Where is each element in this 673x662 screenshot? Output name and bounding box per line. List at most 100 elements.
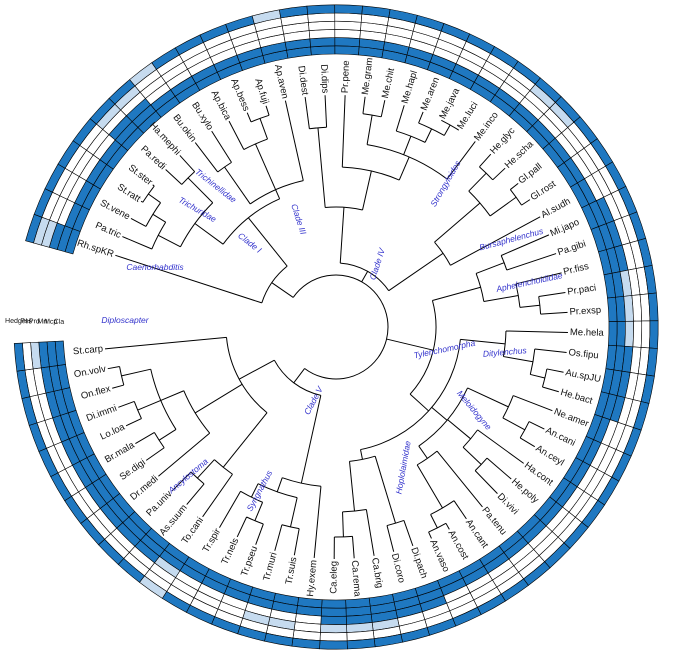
leaf-branch: [542, 387, 558, 392]
leaf-branch: [219, 491, 240, 527]
clade-label: Diploscapter: [101, 315, 149, 325]
taxon-label: Bu.okin: [170, 112, 198, 144]
heatmap-cell: [320, 641, 348, 650]
taxon-label: Me.luci: [455, 100, 480, 131]
leaf-branch: [520, 438, 535, 447]
taxon-label: St.carp: [73, 344, 104, 358]
leaf-branch: [529, 422, 544, 429]
clade-label: Aphelenchoididae: [494, 270, 563, 294]
taxon-label: Di.vivi: [495, 491, 521, 517]
leaf-branch: [266, 106, 269, 116]
taxon-label: To.cani: [180, 515, 206, 546]
taxon-label: Di.pach: [408, 546, 429, 580]
internal-branch: [340, 207, 344, 263]
taxon-label: Ca.eleg: [328, 561, 339, 594]
taxon-label: Ap.bica: [209, 89, 234, 123]
taxon-label: Me.hela: [570, 327, 605, 339]
heatmap-cell: [335, 13, 362, 22]
heatmap-cell: [633, 321, 642, 347]
taxon-label: Tr.nels: [219, 536, 241, 566]
heatmap-cell: [648, 293, 658, 321]
internal-branch: [490, 197, 516, 216]
taxon-label: Pr.exsp: [569, 305, 601, 318]
leaf-branch: [352, 536, 354, 558]
taxon-label: Ha.cont: [522, 460, 555, 488]
leaf-branch: [396, 105, 404, 131]
leaf-branch: [535, 349, 567, 353]
taxon-label: Hy.exem: [305, 559, 319, 597]
taxon-label: Br.mala: [103, 439, 137, 465]
internal-branch: [375, 456, 395, 523]
taxon-label: Ca.brig: [369, 557, 385, 589]
leaf-branch: [118, 401, 134, 407]
taxon-label: Tr.suis: [284, 556, 300, 585]
internal-branch: [159, 429, 176, 440]
internal-branch: [520, 305, 540, 307]
taxon-label: An.vaso: [427, 538, 451, 574]
leaf-branch: [404, 520, 413, 545]
heatmap-cell: [335, 38, 360, 47]
internal-branch: [223, 413, 267, 468]
internal-branch: [417, 465, 442, 508]
leaf-branch: [513, 396, 552, 411]
taxon-label: Tr.spir: [201, 527, 224, 555]
leaf-branch: [479, 154, 490, 167]
leaf-branch: [229, 121, 244, 149]
taxon-label: Ap.aven: [272, 63, 290, 99]
clade-label: Trichinellidae: [193, 166, 238, 204]
ring-column-label: HedgeH: [5, 318, 31, 325]
leaf-branch: [429, 532, 432, 538]
internal-branch: [367, 115, 372, 145]
heatmap-cell: [649, 321, 658, 349]
leaf-branch: [285, 101, 303, 181]
clade-label: Ancylostoma: [165, 456, 210, 496]
taxon-label: Pr.pene: [340, 60, 352, 93]
leaf-branch: [539, 293, 566, 297]
leaf-branch: [325, 95, 327, 127]
leaf-branch: [342, 95, 345, 167]
heatmap-cell: [308, 21, 334, 30]
clade-label: Syngnathus: [244, 468, 274, 513]
internal-branch: [291, 498, 298, 527]
clade-label: Tylenchomorpha: [413, 338, 477, 361]
internal-branch: [425, 129, 432, 143]
clade-label: Meloidogyne: [455, 388, 494, 432]
taxon-label: An.cani: [544, 425, 577, 449]
clade-label: Ditylenchus: [482, 345, 527, 359]
taxon-label: On.flex: [80, 383, 112, 402]
internal-branch: [363, 171, 372, 210]
internal-branch: [476, 263, 504, 274]
internal-branch: [195, 224, 223, 245]
leaf-branch: [126, 419, 141, 426]
taxon-label: Pr.fiss: [562, 261, 590, 278]
internal-branch: [463, 447, 481, 464]
leaf-branch: [275, 525, 282, 551]
leaf-branch: [487, 458, 511, 479]
heatmap-cell: [625, 321, 634, 347]
taxon-label: Ap.bess: [228, 77, 251, 113]
taxon-label: Me.chit: [380, 67, 397, 100]
taxon-label: Pa.redi: [138, 144, 168, 173]
leaf-branch: [506, 331, 568, 332]
heatmap-cell: [641, 321, 650, 348]
presence-heatmap-rings: [14, 5, 658, 649]
taxon-label: St.vene: [98, 198, 132, 223]
heatmap-cell: [320, 632, 347, 641]
leaf-branch: [478, 430, 524, 464]
internal-branch: [255, 144, 275, 190]
internal-branch: [399, 157, 409, 180]
leaf-branch: [507, 254, 556, 270]
heatmap-cell: [308, 13, 335, 22]
leaf-branch: [493, 168, 505, 180]
clade-label: Clade IV: [367, 246, 387, 281]
leaf-branch: [108, 367, 120, 369]
heatmap-cell: [321, 616, 347, 625]
leaf-branch: [454, 501, 466, 519]
internal-branch: [469, 173, 486, 191]
internal-branch: [503, 418, 525, 430]
leaf-branch: [131, 218, 146, 226]
leaf-branch: [146, 448, 164, 461]
